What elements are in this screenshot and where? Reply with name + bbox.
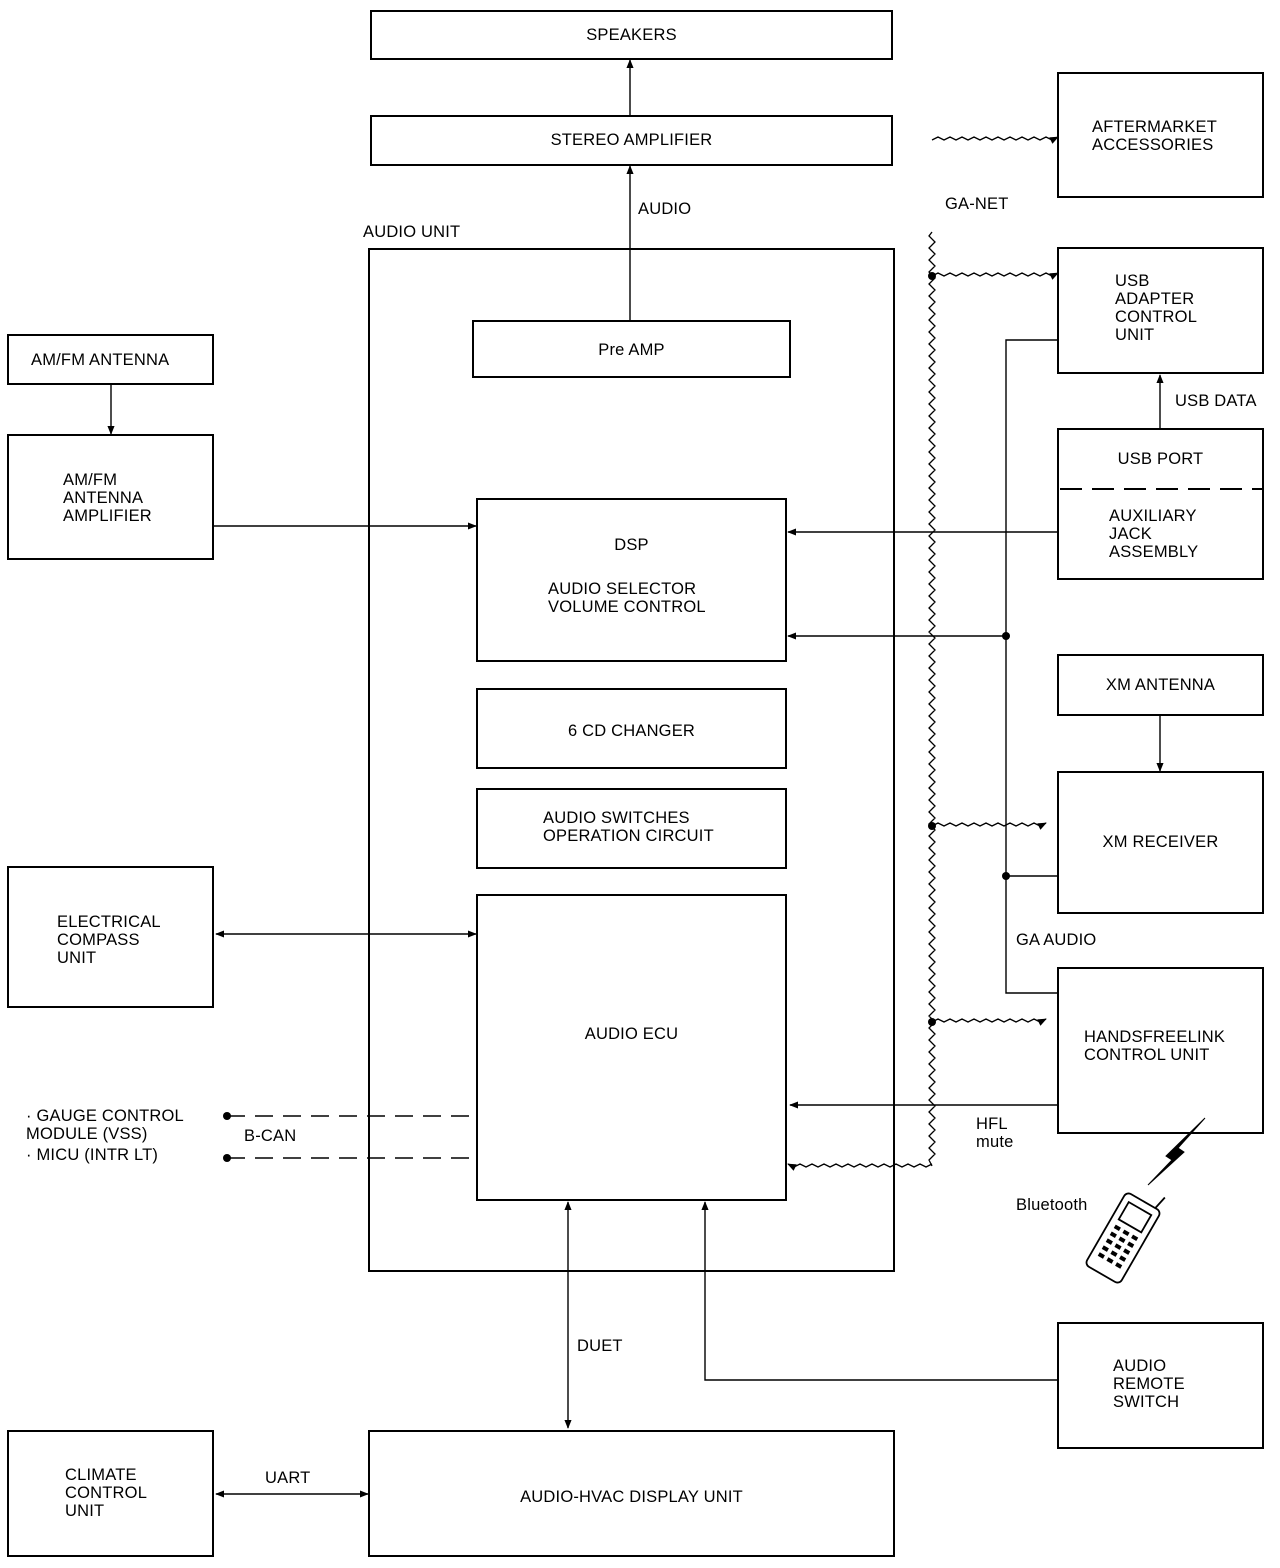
ga-audio-label: GA AUDIO bbox=[1016, 931, 1097, 949]
junction-dots bbox=[223, 272, 1010, 1162]
speakers-box bbox=[370, 10, 893, 60]
audio-signal-label: AUDIO bbox=[638, 200, 692, 218]
remote-switch-label: AUDIO REMOTE SWITCH bbox=[1113, 1357, 1185, 1411]
ga-net-xm bbox=[931, 822, 1047, 830]
dsp-box bbox=[476, 498, 787, 662]
audio-unit-box bbox=[368, 248, 895, 1272]
xm-antenna-box bbox=[1057, 654, 1264, 716]
climate-label: CLIMATE CONTROL UNIT bbox=[65, 1466, 148, 1520]
stereo-amplifier-box bbox=[370, 115, 893, 166]
audio-selector-label: AUDIO SELECTOR VOLUME CONTROL bbox=[548, 580, 706, 616]
audio-ecu-box bbox=[476, 894, 787, 1201]
mobile-phone-icon bbox=[1085, 1192, 1166, 1284]
xm-receiver-box bbox=[1057, 771, 1264, 914]
duet-label: DUET bbox=[577, 1337, 623, 1355]
compass-label: ELECTRICAL COMPASS UNIT bbox=[57, 913, 161, 967]
ga-net-ecu bbox=[787, 1163, 933, 1171]
aux-jack-label: AUXILIARY JACK ASSEMBLY bbox=[1109, 507, 1199, 561]
display-unit-label: AUDIO-HVAC DISPLAY UNIT bbox=[520, 1488, 743, 1506]
audio-unit-label: AUDIO UNIT bbox=[363, 223, 461, 241]
handsfreelink-box bbox=[1057, 967, 1264, 1134]
climate-box bbox=[7, 1430, 214, 1557]
ga-audio-bus bbox=[1005, 339, 1058, 994]
pre-amp-box bbox=[472, 320, 791, 378]
micu-label: · MICU (INTR LT) bbox=[26, 1146, 159, 1164]
stereo-amplifier-label: STEREO AMPLIFIER bbox=[550, 131, 713, 149]
display-unit-box bbox=[368, 1430, 895, 1557]
aftermarket-label: AFTERMARKET ACCESSORIES bbox=[1092, 118, 1218, 154]
amfm-antenna-label: AM/FM ANTENNA bbox=[31, 351, 170, 369]
amfm-amplifier-label: AM/FM ANTENNA AMPLIFIER bbox=[63, 471, 152, 525]
usb-aux-box bbox=[1057, 428, 1264, 580]
ga-net-usb bbox=[931, 272, 1059, 280]
remote-switch-line bbox=[701, 1201, 1058, 1381]
bluetooth-label: Bluetooth bbox=[1016, 1196, 1088, 1214]
bcan-label: B-CAN bbox=[244, 1127, 297, 1145]
audio-switches-box bbox=[476, 788, 787, 869]
audio-ecu-label: AUDIO ECU bbox=[584, 1025, 679, 1043]
compass-box bbox=[7, 866, 214, 1008]
ga-net-hfl bbox=[931, 1018, 1047, 1026]
ga-net-bus bbox=[928, 231, 936, 1167]
xm-antenna-label: XM ANTENNA bbox=[1105, 676, 1216, 694]
bluetooth-signal-icon bbox=[1147, 1117, 1206, 1186]
handsfreelink-label: HANDSFREELINK CONTROL UNIT bbox=[1084, 1028, 1226, 1064]
aftermarket-box bbox=[1057, 72, 1264, 198]
gauge-module-label: · GAUGE CONTROL MODULE (VSS) bbox=[26, 1107, 184, 1143]
usb-data-label: USB DATA bbox=[1175, 392, 1257, 410]
uart-label: UART bbox=[265, 1469, 311, 1487]
dsp-label: DSP bbox=[614, 536, 649, 554]
ga-net-top bbox=[931, 136, 1059, 144]
cd-changer-box bbox=[476, 688, 787, 769]
remote-switch-box bbox=[1057, 1322, 1264, 1449]
speakers-label: SPEAKERS bbox=[586, 26, 677, 44]
xm-receiver-label: XM RECEIVER bbox=[1102, 833, 1219, 851]
usb-port-label: USB PORT bbox=[1117, 450, 1204, 468]
ga-net-label: GA-NET bbox=[945, 195, 1009, 213]
audio-switches-label: AUDIO SWITCHES OPERATION CIRCUIT bbox=[543, 809, 714, 845]
amfm-amplifier-box bbox=[7, 434, 214, 560]
cd-changer-label: 6 CD CHANGER bbox=[567, 722, 696, 740]
usb-adapter-label: USB ADAPTER CONTROL UNIT bbox=[1115, 272, 1198, 344]
pre-amp-label: Pre AMP bbox=[598, 341, 665, 359]
amfm-antenna-box bbox=[7, 334, 214, 385]
usb-adapter-box bbox=[1057, 247, 1264, 374]
hfl-mute-label: HFL mute bbox=[976, 1115, 1014, 1151]
